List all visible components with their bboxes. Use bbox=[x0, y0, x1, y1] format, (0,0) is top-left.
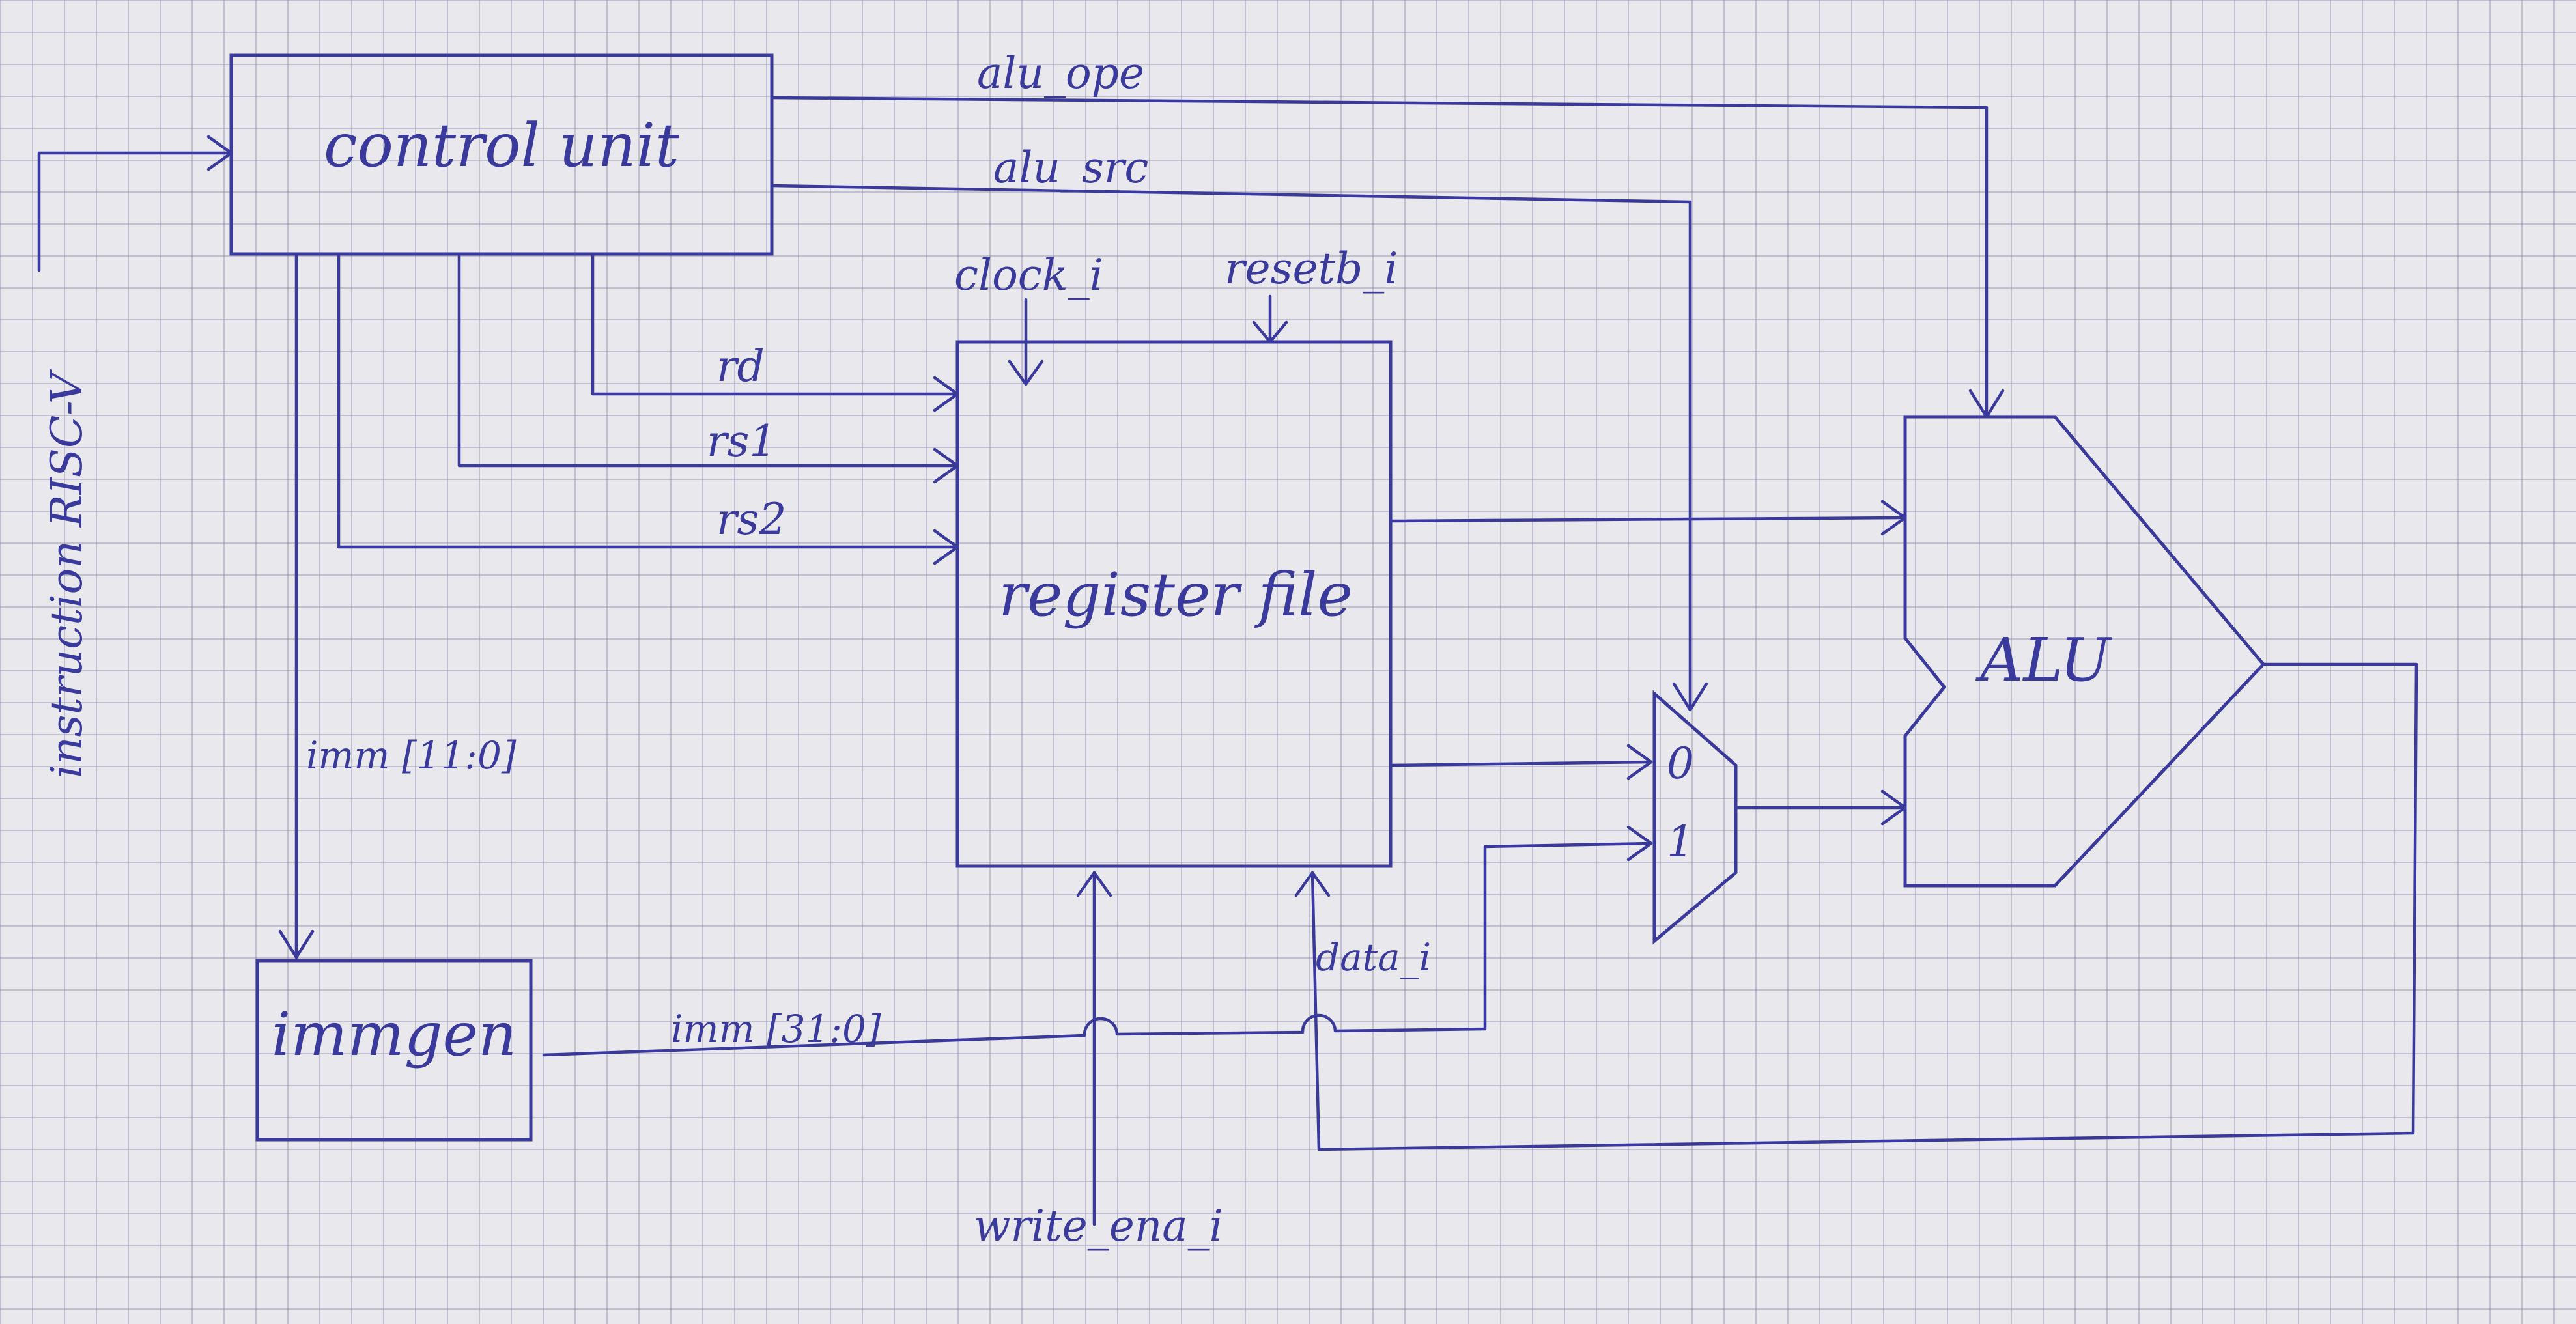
instruction-wire bbox=[37, 151, 233, 272]
alu-ope-label: alu_ope bbox=[977, 48, 1144, 98]
regfile-to-mux-arrowhead bbox=[1626, 744, 1653, 780]
alu-label: ALU bbox=[1975, 625, 2113, 695]
rs1-wire bbox=[457, 252, 959, 468]
data-i-wire bbox=[1310, 662, 2418, 1151]
alu-src-label: alu_src bbox=[993, 143, 1148, 193]
imm-11-0-arrowhead bbox=[278, 929, 315, 959]
imm-31-0-wire bbox=[542, 841, 1653, 1057]
write-ena-label: write_ena_i bbox=[974, 1201, 1223, 1251]
alu-src-arrowhead bbox=[1672, 682, 1708, 712]
regfile-to-alu-wire bbox=[1389, 516, 1907, 523]
instruction-arrowhead bbox=[206, 135, 233, 171]
rs1-arrowhead bbox=[933, 447, 959, 484]
register-file-label: register file bbox=[998, 560, 1353, 630]
immgen-block bbox=[255, 959, 533, 1142]
regfile-to-mux-wire bbox=[1389, 760, 1653, 767]
alu-block bbox=[1903, 415, 2266, 888]
clock-label: clock_i bbox=[954, 250, 1103, 300]
resetb-arrowhead bbox=[1252, 320, 1288, 344]
data-i-arrowhead bbox=[1294, 871, 1331, 897]
rd-arrowhead bbox=[933, 376, 959, 412]
rs2-label: rs2 bbox=[716, 494, 786, 544]
alu-src-wire bbox=[770, 184, 1692, 712]
instruction-label: instruction RISC-V bbox=[42, 369, 92, 778]
clock-arrowhead bbox=[1008, 359, 1044, 386]
rs1-label: rs1 bbox=[707, 416, 776, 466]
resetb-label: resetb_i bbox=[1224, 244, 1398, 294]
mux-in0-label: 0 bbox=[1667, 739, 1694, 789]
imm-11-0-label: imm [11:0] bbox=[306, 733, 517, 778]
write-ena-arrowhead bbox=[1076, 871, 1112, 897]
register-file-block bbox=[955, 340, 1393, 868]
control-unit-label: control unit bbox=[324, 111, 680, 180]
rd-label: rd bbox=[716, 341, 765, 391]
rs2-arrowhead bbox=[933, 529, 959, 565]
rd-wire bbox=[591, 252, 959, 396]
data-i-label: data_i bbox=[1316, 935, 1431, 979]
rs2-wire bbox=[337, 252, 959, 549]
immgen-label: immgen bbox=[272, 1000, 517, 1069]
imm-31-0-arrowhead bbox=[1626, 825, 1653, 862]
mux-block bbox=[1652, 690, 1738, 945]
mux-in1-label: 1 bbox=[1667, 817, 1694, 867]
alu-ope-wire bbox=[770, 96, 1989, 419]
imm-31-0-label: imm [31:0] bbox=[671, 1007, 881, 1051]
